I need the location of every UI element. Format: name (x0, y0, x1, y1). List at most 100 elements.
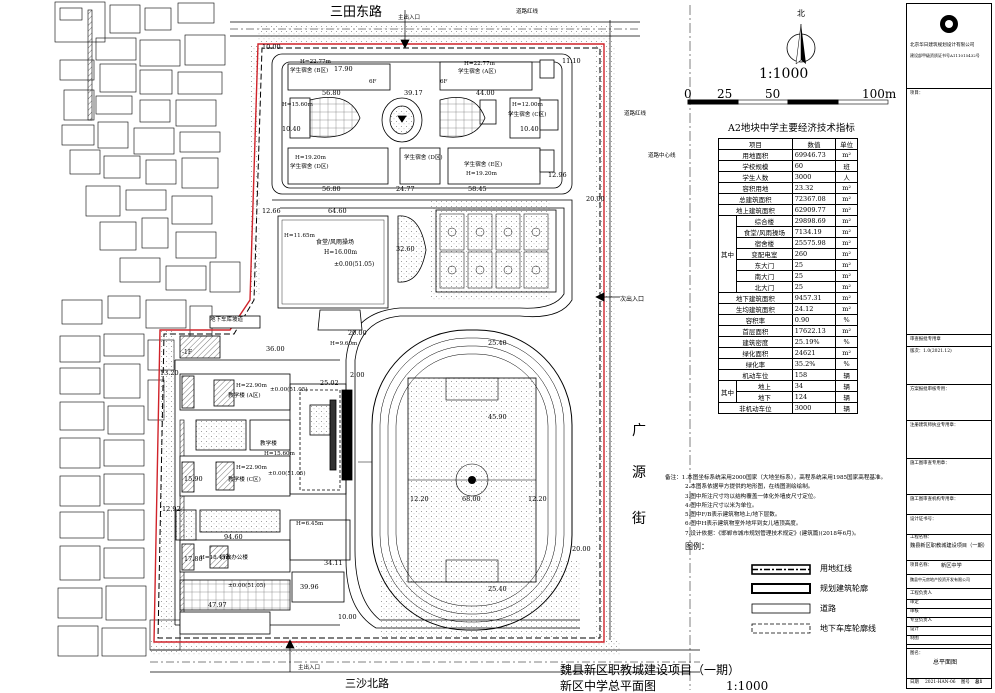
dorm-d (287, 147, 389, 185)
teaching-a-level: ±0.00(51.05) (270, 387, 308, 393)
entrance-markers (285, 10, 620, 672)
econ-unit: 人 (835, 171, 858, 183)
dim-28: 17.80 (184, 555, 203, 563)
econ-unit: 辆 (835, 369, 858, 381)
econ-item: 建筑密度 (718, 336, 793, 348)
dim-30: 20.00 (348, 329, 367, 337)
econ-unit: m² (835, 182, 858, 194)
econ-item: 生均建筑面积 (718, 303, 793, 315)
dim-18: 25.40 (488, 339, 507, 347)
econ-value: 25575.98 (791, 237, 837, 249)
econ-item: 宿舍楼 (736, 237, 793, 249)
teaching-building-c (179, 455, 291, 497)
econ-item: 总建筑面积 (718, 193, 793, 205)
scale-tick-25: 25 (717, 87, 733, 101)
econ-value: 25.19% (791, 336, 837, 348)
drawing-title-scale: 1:1000 (726, 679, 769, 693)
basketball-courts (435, 209, 557, 293)
basement-level: -1F (182, 349, 193, 356)
dorm-c-right-height: H=12.00m (512, 102, 543, 108)
tb-role: 审定 (910, 600, 919, 605)
office-height: H=18.45m (200, 555, 231, 561)
econ-value: 24.12 (791, 303, 837, 315)
note-7: 7.设计依据：《邯郸市城市规划管理技术规定》(建筑篇)(2018年6月)。 (685, 530, 860, 537)
teaching-b-label: 教学楼 (260, 441, 277, 447)
econ-value: 24621 (791, 347, 837, 359)
road-name-south: 三沙北路 (345, 677, 389, 690)
dim-31: 34.11 (324, 559, 343, 567)
econ-item: 地上 (736, 380, 793, 392)
internal-roads (174, 53, 580, 629)
office-building (179, 539, 291, 573)
dorm-e-height: H=19.20m (466, 171, 497, 177)
econ-item: 首层面积 (718, 325, 793, 337)
tb-drawing-review: 施工图审查专用章： (910, 461, 950, 466)
dorm-b-height: H=22.77m (300, 59, 331, 65)
dorm-c-right-label: 学生宿舍 (C区) (508, 112, 547, 118)
legend-symbols (751, 564, 811, 634)
econ-value: 124 (791, 391, 837, 403)
dorm-d-label: 学生宿舍 (D区) (290, 164, 329, 170)
econ-unit: % (835, 358, 858, 370)
dim-10: 32.60 (396, 245, 415, 253)
dim-20: 25.40 (488, 585, 507, 593)
econ-unit: m² (835, 325, 858, 337)
tb-company: 北京华日建筑规划设计有限公司 (910, 43, 975, 48)
dim-2: 44.00 (476, 89, 495, 97)
econ-unit: 辆 (835, 402, 858, 414)
econ-value: 7134.19 (791, 226, 837, 238)
office-label: 行政办公楼 (220, 555, 248, 561)
tb-project-label: 项目： (910, 91, 924, 96)
econ-value: 3000 (791, 171, 837, 183)
tb-date: 2021-HAN-06 (925, 680, 956, 685)
econ-value: 260 (791, 248, 837, 260)
dim-13: 17.90 (334, 65, 353, 73)
tb-role: 审核 (910, 609, 919, 614)
dorm-a-label: 学生宿舍 (A区) (458, 69, 497, 75)
legend-label-garage: 地下车库轮廓线 (820, 624, 876, 633)
dim-23: 47.97 (208, 601, 227, 609)
teaching-c-level: ±0.00(51.05) (268, 471, 306, 477)
tb-review: 方案报批审核专用： (910, 387, 950, 392)
econ-value: 72367.08 (791, 193, 837, 205)
canteen-zone (179, 209, 557, 359)
east-road (609, 5, 691, 690)
econ-unit: m² (835, 270, 858, 282)
north-main-entrance: 主出入口 (398, 15, 421, 21)
dim-5: 10.40 (520, 125, 539, 133)
dim-22: 94.60 (224, 533, 243, 541)
econ-unit: m² (835, 237, 858, 249)
dorm-d-height: H=19.20m (295, 155, 326, 161)
dim-24: 39.96 (300, 583, 319, 591)
econ-item: 地下建筑面积 (718, 292, 793, 304)
econ-item: 学生人数 (718, 171, 793, 183)
canteen-height-2: H=11.65m (284, 233, 315, 239)
tb-role: 设计 (910, 627, 919, 632)
dim-33: 2.00 (350, 371, 365, 379)
dorm-d2-label: 学生宿舍 (D区) (404, 155, 443, 161)
dim-14: 20.00 (586, 195, 605, 203)
tb-date-label: 日期 (910, 680, 919, 685)
econ-value: 34 (791, 380, 837, 392)
tb-architect-stamp: 注册建筑师执业专用章： (910, 423, 959, 428)
dim-1: 56.80 (322, 89, 341, 97)
note-6: 6.图中H表示建筑物室外地坪到女儿墙顶高度。 (685, 521, 802, 528)
econ-item: 食堂/风雨操场 (736, 226, 793, 238)
dim-7: 58.45 (468, 185, 487, 193)
notes-label: 备注： (665, 475, 682, 481)
econ-unit: m² (835, 149, 858, 161)
econ-item: 非机动车位 (718, 402, 793, 414)
dim-12: 11.10 (562, 57, 581, 65)
econ-unit: m² (835, 259, 858, 271)
